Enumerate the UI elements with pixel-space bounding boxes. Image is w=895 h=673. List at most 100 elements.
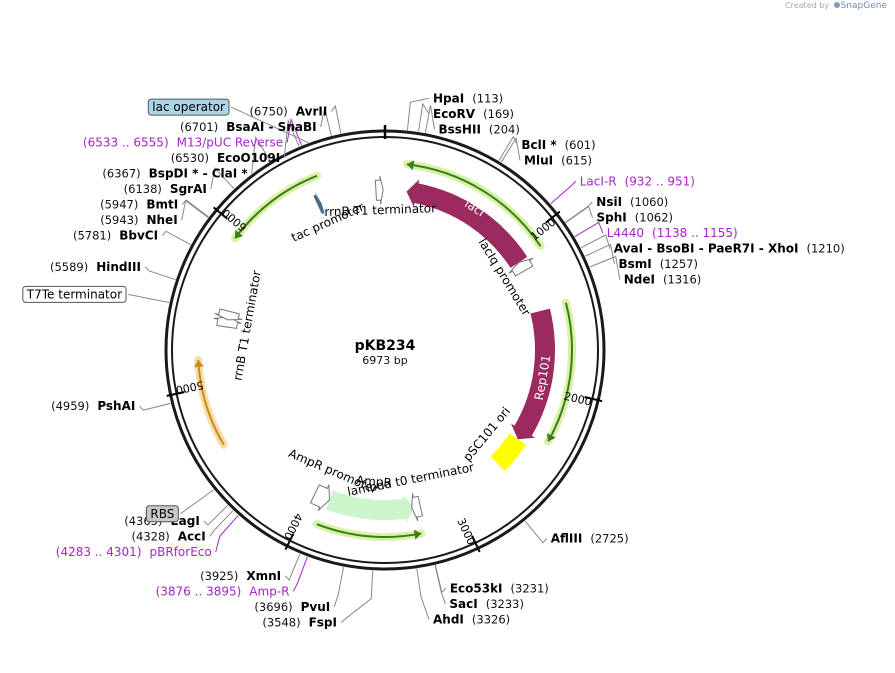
site-label-bbvci[interactable]: BbvCI(5781) (73, 229, 158, 243)
site-label-pvui[interactable]: PvuI (3696) (254, 600, 330, 614)
site-position: (2725) (590, 532, 628, 546)
primer-label-pbrforeco[interactable]: pBRforEco(4283 .. 4301) (56, 545, 212, 559)
site-leader (251, 135, 271, 174)
plasmid-name: pKB234 (355, 338, 416, 354)
site-label-xmni[interactable]: XmnI(3925) (200, 569, 281, 583)
site-label-avrii[interactable]: AvrII (6750) (250, 105, 328, 119)
orf-line (406, 163, 542, 247)
site-leader (418, 102, 430, 132)
site-position: (601) (565, 138, 596, 152)
site-position: (1316) (663, 273, 701, 287)
site-name: BssHII (439, 122, 481, 136)
boxed-label-t7te-terminator[interactable]: T7Te terminator (22, 285, 127, 303)
site-label-bsaai-snabi[interactable]: BsaAI - SnaBI(6701) (180, 120, 317, 134)
feature-ampr[interactable] (325, 490, 415, 523)
primer-name: Amp-R (249, 584, 289, 598)
site-label-avai-bsobi-paer7i-xhoi[interactable]: AvaI - BsoBI - PaeR7I - XhoI(1210) (614, 242, 845, 256)
site-name: AvrII (296, 105, 328, 119)
leader-lines (127, 97, 621, 623)
primer-leader (286, 117, 303, 146)
site-label-pshai[interactable]: PshAI(4959) (51, 399, 135, 413)
site-name: BspDI * - ClaI * (149, 167, 249, 181)
site-leader (284, 553, 301, 581)
site-label-saci[interactable]: SacI(3233) (449, 597, 524, 611)
plasmid-length: 6973 bp (362, 354, 407, 367)
site-position: (5781) (73, 229, 111, 243)
site-leader (580, 234, 611, 249)
site-position: (6138) (124, 182, 162, 196)
site-position: (3696) (254, 600, 292, 614)
site-position: (6530) (171, 151, 209, 165)
primer-leader (293, 556, 308, 592)
feature-tac-promoter[interactable] (313, 191, 326, 217)
boxed-label-lac-operator[interactable]: lac operator (147, 98, 230, 116)
site-label-nhei[interactable]: NheI(5943) (100, 213, 177, 227)
orf-arrowhead (413, 529, 422, 540)
site-label-sphi[interactable]: SphI(1062) (597, 211, 674, 225)
boxed-label-rbs[interactable]: RBS (145, 505, 179, 523)
primer-label-l4440[interactable]: L4440(1138 .. 1155) (607, 226, 738, 240)
site-leader (584, 243, 615, 265)
site-label-hindiii[interactable]: HindIII(5589) (50, 260, 141, 274)
site-name: SphI (597, 211, 627, 225)
site-label-bmti[interactable]: BmtI(5947) (100, 198, 178, 212)
feature-laciq-promoter[interactable] (508, 257, 534, 277)
site-position: (3548) (262, 615, 300, 629)
primer-label-m13-puc-reverse[interactable]: M13/pUC Reverse(6533 .. 6555) (83, 136, 283, 150)
site-position: (6750) (250, 105, 288, 119)
site-label-sgrai[interactable]: SgrAI(6138) (124, 182, 207, 196)
feature-t7te[interactable] (214, 308, 243, 321)
site-leader (333, 566, 345, 607)
feature-rrnb-t1-left[interactable] (213, 316, 242, 329)
site-name: AhdI (433, 612, 464, 626)
feature-rep101[interactable] (511, 308, 556, 440)
feature-laci[interactable] (406, 179, 528, 268)
site-label-bsmi[interactable]: BsmI(1257) (618, 257, 698, 271)
orf-line (547, 302, 573, 442)
boxed-label-box (22, 285, 127, 303)
site-position: (169) (483, 107, 514, 121)
primer-label-laci-r[interactable]: LacI-R(932 .. 951) (580, 174, 695, 188)
site-label-bcli[interactable]: BclI *(601) (521, 138, 595, 152)
orf-line (197, 360, 225, 446)
boxed-leader (127, 293, 170, 304)
site-position: (1257) (660, 257, 698, 271)
boxed-label-text: RBS (150, 507, 174, 521)
site-label-hpai[interactable]: HpaI(113) (433, 91, 503, 105)
site-position: (6367) (102, 167, 140, 181)
site-name: AvaI - BsoBI - PaeR7I - XhoI (614, 242, 799, 256)
site-label-ahdi[interactable]: AhdI(3326) (433, 612, 510, 626)
site-label-fspi[interactable]: FspI(3548) (262, 615, 337, 629)
site-label-mlui[interactable]: MluI(615) (524, 153, 592, 167)
site-label-ecoo109i[interactable]: EcoO109I(6530) (171, 151, 281, 165)
primer-label-amp-r[interactable]: Amp-R(3876 .. 3895) (156, 584, 290, 598)
tick-label-4000: 4000 (281, 511, 305, 542)
tick-4000 (284, 532, 295, 550)
site-label-ndei[interactable]: NdeI(1316) (624, 273, 702, 287)
site-leader (203, 504, 229, 526)
site-label-eco53ki[interactable]: Eco53kI(3231) (450, 581, 549, 595)
site-leader (139, 402, 171, 411)
site-label-ecorv[interactable]: EcoRV(169) (433, 107, 514, 121)
orf-line (234, 174, 318, 239)
orf-layer (193, 160, 576, 541)
site-label-bsshii[interactable]: BssHII (204) (439, 122, 520, 136)
site-label-acci[interactable]: AccI(4328) (132, 529, 206, 543)
site-position: (5947) (100, 198, 138, 212)
feature-lambda-t0[interactable] (411, 493, 424, 522)
site-leader (589, 255, 621, 280)
site-label-nsii[interactable]: NsiI(1060) (596, 195, 668, 209)
site-label-bspdi-clai[interactable]: BspDI * - ClaI * (6367) (102, 167, 248, 181)
feature-layer (213, 175, 556, 523)
feature-rrnb-t1-top[interactable] (374, 175, 384, 205)
site-leader (161, 230, 191, 246)
site-leader (565, 201, 593, 223)
site-label-afliii[interactable]: AflIII(2725) (551, 532, 629, 546)
site-name: PvuI (301, 600, 331, 614)
tick-label-5000: 5000 (175, 378, 205, 396)
feature-ampr-promoter[interactable] (309, 484, 330, 512)
feature-psc101-ori[interactable] (490, 433, 527, 471)
site-position: (204) (489, 122, 520, 136)
site-leader (524, 520, 548, 544)
boxed-leader (180, 489, 215, 515)
